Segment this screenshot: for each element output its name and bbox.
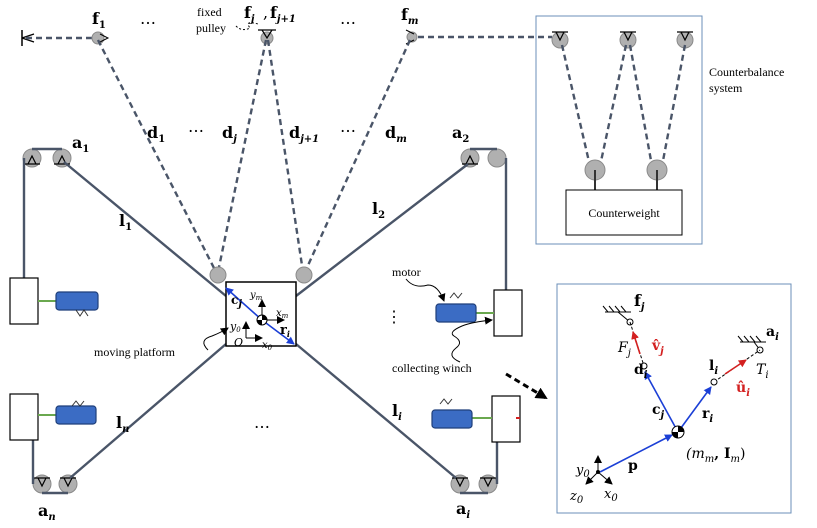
inset-box (556, 283, 792, 514)
zoom-arrow (505, 372, 548, 400)
label-collecting-winch: collecting winch (392, 361, 472, 375)
label-dots-top-left: … (140, 9, 156, 28)
label-motor: motor (392, 265, 421, 279)
inset-label-Fj: Fj (617, 340, 631, 359)
inset-label-li: li (709, 358, 718, 377)
inset-label-ui: ûi (736, 380, 750, 399)
inset-label-cj: cj (652, 402, 665, 421)
label-dots-d2: … (340, 117, 356, 136)
label-ai: ai (456, 499, 470, 521)
label-comma: , (263, 3, 268, 22)
motor-pointer (405, 278, 446, 302)
inset-label-x0: x0 (604, 487, 618, 504)
label-counterbalance: Counterbalance (709, 65, 784, 79)
motor-right-top-icon (435, 303, 477, 323)
platform-vectors (225, 287, 295, 345)
inset-label-y0: y0 (575, 463, 590, 480)
label-d1: d1 (147, 123, 165, 145)
label-fj1: fj+1 (270, 3, 296, 25)
label-l2: l2 (372, 199, 385, 221)
label-an: an (38, 501, 56, 523)
motor-left-top-icon (55, 291, 99, 311)
inset-label-p: p (628, 458, 638, 474)
label-platform-ri: ri (280, 323, 290, 339)
label-pulley: pulley (196, 21, 226, 35)
platform-pulley-right-icon (295, 266, 313, 284)
counterweight-box (565, 189, 683, 236)
label-fm: fm (401, 5, 418, 27)
winch-right-bottom (431, 395, 521, 443)
label-counterbalance-system: system (709, 81, 743, 95)
label-platform-x0: x0 (262, 340, 273, 352)
label-ln: ln (116, 413, 129, 435)
label-dots-d1: … (188, 117, 204, 136)
top-fixed-pulleys (21, 29, 552, 46)
platform-pulley-left-icon (209, 266, 227, 284)
pulley-fm-icon (406, 31, 418, 43)
label-l1: l1 (119, 211, 132, 233)
label-dj: dj (222, 123, 237, 145)
label-a2: a2 (452, 123, 469, 145)
left-end-anchor-icon (21, 30, 35, 46)
inset-label-z0: z0 (569, 489, 584, 506)
inset-label-ai: ai (766, 324, 779, 343)
inset-label-Ti: Ti (756, 362, 769, 381)
label-dots-top-right: … (340, 9, 356, 28)
label-moving-platform: moving platform (94, 345, 176, 359)
label-platform-y0: y0 (229, 320, 241, 334)
counterbalance-box (535, 15, 703, 245)
label-platform-O: O (234, 336, 243, 349)
winch-left-bottom (9, 393, 97, 441)
label-fixed: fixed (197, 5, 222, 19)
winch-right-top (435, 289, 523, 337)
inset-label-di: di (634, 362, 648, 381)
fixed-pulley-pointer (235, 22, 259, 31)
label-platform-cj: cj (231, 293, 242, 310)
label-platform-xm: xm (276, 308, 289, 320)
winch-pointer (451, 316, 493, 363)
platform-pointer (203, 327, 229, 351)
label-counterweight: Counterweight (588, 206, 660, 220)
label-dm: dm (385, 123, 407, 145)
winch-left-top (9, 277, 99, 325)
inset-label-ri: ri (702, 406, 713, 425)
motor-left-bottom-icon (55, 405, 97, 425)
inset-label-fj: fj (634, 291, 645, 313)
label-vdots: ⋮ (386, 307, 402, 326)
counterbalance-pulleys (551, 31, 694, 190)
label-li: li (392, 401, 402, 423)
dashed-cables (96, 39, 412, 273)
label-f1: f1 (92, 9, 106, 31)
frame-cables (22, 147, 508, 495)
label-dots-bottom: … (254, 413, 270, 432)
label-platform-ym: ym (249, 290, 263, 302)
inset-label-mass: (mm, Im) (686, 446, 745, 465)
motor-right-bottom-icon (431, 409, 473, 429)
label-dj1: dj+1 (289, 123, 319, 145)
label-fj: fj (244, 3, 255, 25)
label-a1: a1 (72, 133, 89, 155)
inset-label-vj: v̂j (651, 338, 664, 357)
inset-diagram (585, 305, 766, 485)
